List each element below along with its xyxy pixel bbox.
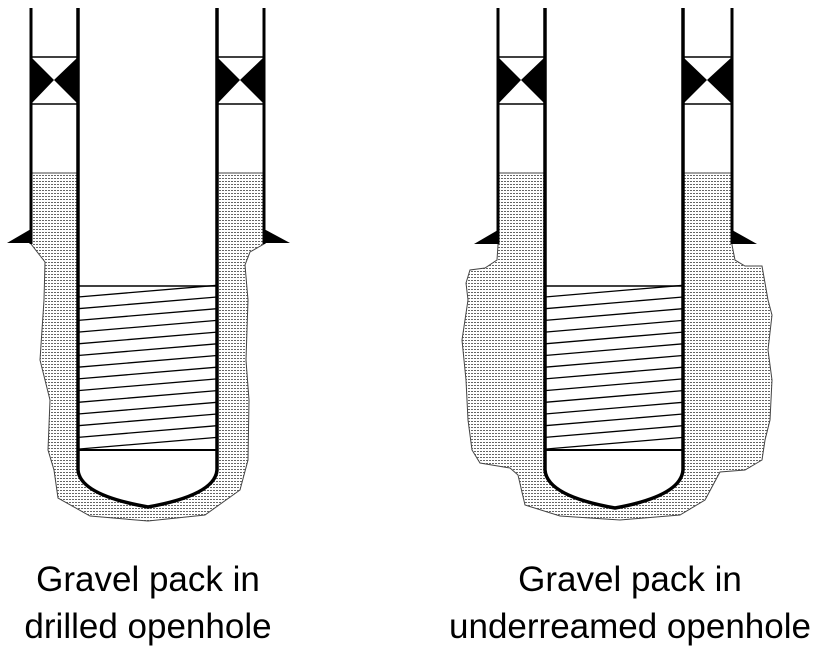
casing-shoe-right [264,229,290,243]
screen-wire [77,425,218,439]
screen-wire [77,308,218,322]
screen-wire [544,284,684,298]
screen-wire [544,331,684,345]
screen-wire [544,413,684,427]
screen-wire [544,378,684,392]
valve-left [31,56,78,105]
screen-wire [77,366,218,380]
screen-wire [544,389,684,403]
screen-wire [544,319,684,333]
screen-wire [77,331,218,345]
screen-wire [544,296,684,310]
valve-left [498,56,545,105]
drilled-openhole-diagram [7,0,290,522]
tubing [543,8,685,510]
valve-right [683,56,732,105]
caption-line: underreamed openhole [449,607,811,646]
wire-wrap-screen [77,284,218,451]
caption-line: Gravel pack in [36,560,260,599]
underreamed-openhole-diagram [461,0,773,521]
tubing-interior [78,0,217,507]
caption-drilled-openhole: Gravel pack in drilled openhole [0,556,298,650]
valve-right [217,56,264,105]
caption-line: Gravel pack in [518,560,742,599]
screen-wire [77,378,218,392]
casing-shoe-left [7,229,31,243]
screen-wire [544,354,684,368]
screen-wire [544,343,684,357]
caption-underreamed-openhole: Gravel pack in underreamed openhole [420,556,837,650]
screen-wire [77,401,218,415]
tubing [76,8,219,509]
screen-wire [544,366,684,380]
screen-wire [544,401,684,415]
screen-wire [77,284,218,298]
casing-shoe-right [732,230,757,244]
screen-wire [77,389,218,403]
screen-wire [544,425,684,439]
casing-shoe-left [474,230,498,244]
screen-wire [77,413,218,427]
screen-wire [77,296,218,310]
screen-wire [77,354,218,368]
screen-wire [77,343,218,357]
screen-wire [77,319,218,333]
wire-wrap-screen [544,284,684,451]
screen-wire [544,436,684,450]
screen-wire [544,308,684,322]
caption-line: drilled openhole [24,607,272,646]
screen-wire [77,436,218,450]
tubing-interior [545,0,683,508]
